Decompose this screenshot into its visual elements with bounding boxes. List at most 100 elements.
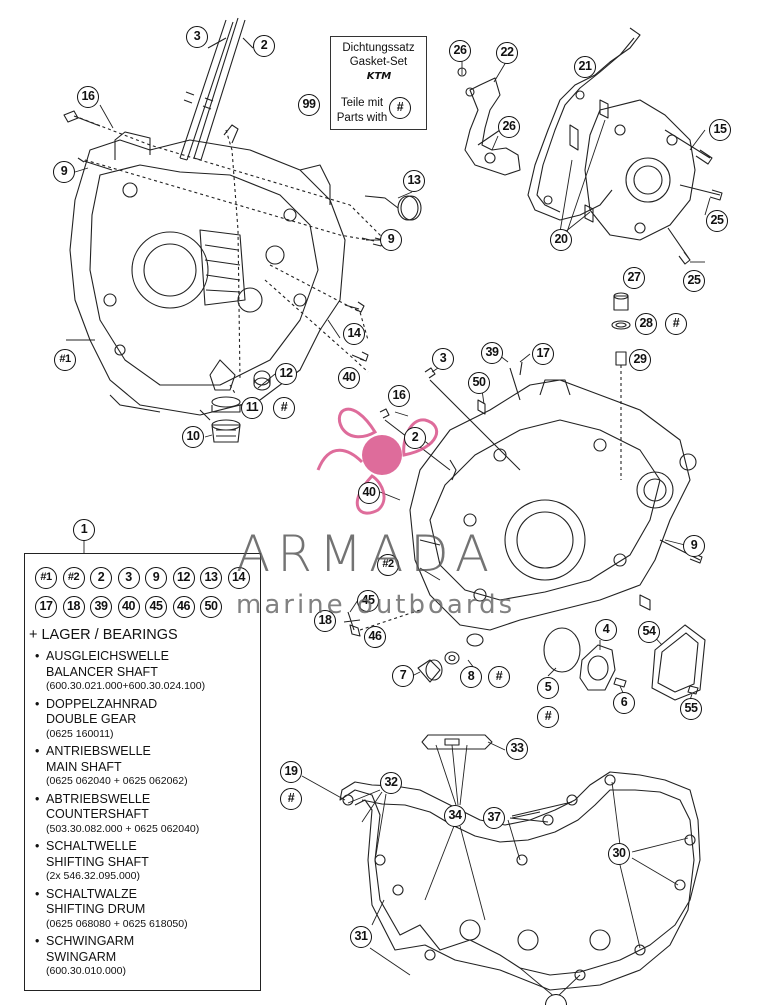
callout-16[interactable]: 16 [388,385,410,407]
callout-27[interactable]: 27 [623,267,645,289]
callout-29[interactable]: 29 [629,349,651,371]
callout-12[interactable]: 12 [275,363,297,385]
callout-3[interactable]: 3 [432,348,454,370]
callout-25[interactable]: 25 [683,270,705,292]
bearing-part-number: (600.30.021.000+600.30.024.100) [46,680,206,692]
callout-7[interactable]: 7 [392,665,414,687]
callout-11[interactable]: 11 [241,397,263,419]
callout-hash-1[interactable]: #1 [54,349,76,371]
bearing-part-number: (0625 068080 + 0625 618050) [46,917,188,930]
callout-13[interactable]: 13 [403,170,425,192]
callout-33[interactable]: 33 [506,738,528,760]
crankcase-gasket-30 [339,771,701,991]
legend-callout-hash-1[interactable]: #1 [35,567,57,589]
gasket-5 [543,627,581,673]
gasket-set-label-en: Gasket-Set [349,56,408,68]
callout-26[interactable]: 26 [449,40,471,62]
callout-hash-2[interactable]: #2 [377,554,399,576]
callout-28[interactable]: 28 [635,313,657,335]
legend-callout-14[interactable]: 14 [227,567,250,589]
callout-22[interactable]: 22 [496,42,518,64]
callout-9[interactable]: 9 [53,161,75,183]
callout-40[interactable]: 40 [338,367,360,389]
bearing-name-de: ANTRIEBSWELLE [46,744,151,758]
callout-55[interactable]: 55 [680,698,702,720]
bearing-name-de: SCHWINGARM [46,934,135,948]
legend-callout-39[interactable]: 39 [90,596,112,618]
bearings-heading: + LAGER / BEARINGS [29,627,178,643]
callout-8[interactable]: 8 [460,666,482,688]
bullet: • [35,839,40,853]
gasket-set-box: Dichtungssatz Gasket-Set KTM Teile mit P… [330,36,427,130]
callout-5[interactable]: 5 [537,677,559,699]
legend-callout-2[interactable]: 2 [90,567,112,589]
bullet: • [35,696,40,711]
bearing-part-number: (503.30.082.000 + 0625 062040) [46,822,200,835]
gasket-symbol-badge: # [389,97,411,119]
callout-28-hash[interactable]: # [665,313,687,335]
callout-99[interactable]: 99 [298,94,320,116]
callout-16[interactable]: 16 [77,86,99,108]
legend-callout-17[interactable]: 17 [35,596,57,618]
callout-50[interactable]: 50 [468,372,490,394]
legend-callout-9[interactable]: 9 [145,567,167,589]
callout-20[interactable]: 20 [550,229,572,251]
callout-26[interactable]: 26 [498,116,520,138]
callout-9[interactable]: 9 [683,535,705,557]
leader-lines [66,60,711,999]
legend-callout-46[interactable]: 46 [172,596,195,618]
callout-15[interactable]: 15 [709,119,731,141]
legend-callout-18[interactable]: 18 [62,596,85,618]
right-crankcase-half [379,361,703,631]
callout-54[interactable]: 54 [638,621,660,643]
cover-4 [579,644,616,691]
callout-8-hash[interactable]: # [488,666,510,688]
callout-37[interactable]: 37 [483,807,505,829]
watermark-subtitle: marine outboards [236,590,516,620]
callout-25[interactable]: 25 [706,210,728,232]
callout-11-hash[interactable]: # [273,397,295,419]
callout-10[interactable]: 10 [182,426,204,448]
callout-2[interactable]: 2 [253,35,275,57]
bolts-left [63,110,384,362]
callout-32[interactable]: 32 [380,772,402,794]
callout-14[interactable]: 14 [343,323,365,345]
bullet: • [35,934,40,948]
callout-30[interactable]: 30 [608,843,630,865]
bearing-name-en: COUNTERSHAFT [46,807,149,821]
callout-1[interactable]: 1 [73,519,95,541]
callout-5-hash[interactable]: # [537,706,559,728]
callout-19-hash[interactable]: # [280,788,302,810]
legend-callout-3[interactable]: 3 [117,567,140,589]
callout-6[interactable]: 6 [613,692,635,714]
callout-2[interactable]: 2 [404,427,426,449]
bearing-name-de: SCHALTWALZE [46,886,137,901]
legend-callout-13[interactable]: 13 [200,567,222,589]
callout-45[interactable]: 45 [357,590,379,612]
callout-46[interactable]: 46 [364,626,386,648]
screw-45-46 [343,609,421,637]
legend-callout-12[interactable]: 12 [172,567,195,589]
callout-17[interactable]: 17 [532,343,554,365]
water-pump-housing-20 [569,99,723,265]
legend-callout-hash-2[interactable]: #2 [62,567,85,589]
callout-21[interactable]: 21 [574,56,596,78]
callout-9[interactable]: 9 [380,229,402,251]
callout-4[interactable]: 4 [595,619,617,641]
bearing-name-de: DOPPELZAHNRAD [46,696,158,711]
callout-40[interactable]: 40 [358,482,380,504]
callout-3[interactable]: 3 [186,26,208,48]
watermark-title: ARMADA [236,525,497,583]
legend-callout-45[interactable]: 45 [145,596,167,618]
callout-19[interactable]: 19 [280,761,302,783]
callout-34[interactable]: 34 [444,805,466,827]
callout-31[interactable]: 31 [350,926,372,948]
legend-callout-50[interactable]: 50 [200,596,222,618]
callout-39[interactable]: 39 [481,342,503,364]
legend-callout-40[interactable]: 40 [117,596,140,618]
callout-18[interactable]: 18 [314,610,336,632]
